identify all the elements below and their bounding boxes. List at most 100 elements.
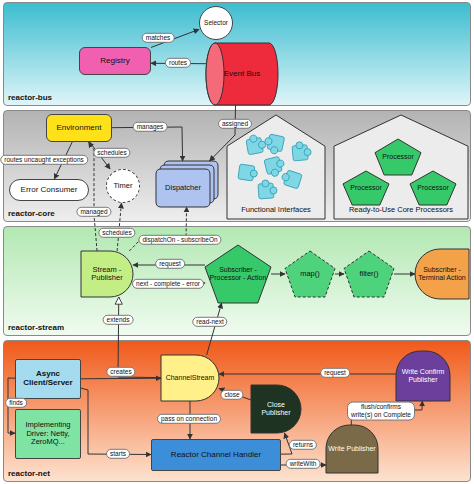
connector — [133, 265, 205, 266]
driver-box: Implementing Driver: Netty, ZeroMQ... — [15, 409, 81, 459]
shape-path — [205, 245, 271, 303]
node-label: Async Client/Server — [16, 369, 80, 389]
puzzle-pieces — [238, 133, 312, 199]
connector — [81, 388, 151, 454]
connector — [207, 303, 222, 355]
connector — [219, 388, 251, 400]
connector-label: read-next — [192, 317, 227, 327]
connector — [8, 378, 15, 433]
connector-label: next - complete - error — [132, 279, 204, 289]
puzzle-piece — [264, 156, 286, 178]
connector-label: manages — [133, 122, 168, 132]
node-label: ChannelStream — [164, 373, 217, 383]
dispatcher-stack: Dispatcher — [156, 161, 218, 207]
shape-path — [396, 351, 450, 401]
node-label: Implementing Driver: Netty, ZeroMQ... — [16, 420, 80, 447]
action-pentagon: Subscriber - Processor - Action — [205, 245, 271, 303]
connector-label: returns — [289, 440, 317, 450]
shape-path — [156, 169, 210, 207]
node-label: Event Bus — [222, 69, 262, 80]
connector-label: schedules — [98, 228, 135, 238]
node-label: Stream - Publisher — [81, 265, 133, 284]
shape-path — [410, 171, 456, 205]
shape-path — [415, 249, 469, 299]
client-server-box: Async Client/Server — [15, 359, 81, 399]
node-label: Subscriber - Terminal Action — [415, 265, 469, 283]
connector — [271, 274, 285, 275]
layer-band: reactor-bus SelectorRegistryEvent Bus — [3, 2, 471, 106]
connector-label: request — [155, 259, 185, 269]
node-label: Subscriber - Processor - Action — [205, 265, 271, 283]
puzzle-piece — [245, 133, 266, 154]
channel-handler-box: Reactor Channel Handler — [151, 439, 281, 471]
connector — [335, 274, 344, 275]
registry-box: Registry — [79, 47, 151, 75]
connector-label: starts — [106, 449, 130, 459]
node-label: Selector — [202, 18, 230, 27]
shape-path — [375, 139, 421, 175]
node-label: filter() — [357, 269, 380, 279]
connector — [210, 105, 236, 161]
connector — [281, 433, 292, 454]
operator-pentagon: filter() — [344, 251, 394, 297]
connector-label: dispatchOn - subscribeOn — [138, 235, 221, 245]
connector — [129, 207, 186, 251]
connector — [81, 378, 161, 380]
interfaces-house: Functional Interfaces — [227, 115, 325, 219]
puzzle-piece — [292, 141, 312, 161]
connector — [117, 203, 121, 251]
shape-path — [227, 115, 325, 219]
node-label: Reactor Channel Handler — [169, 450, 263, 461]
close-publisher-shape: Close Publisher — [251, 385, 301, 433]
connector-label: routes — [165, 58, 191, 68]
terminal-action-shape: Subscriber - Terminal Action — [415, 249, 469, 299]
processors-house: Ready-to-Use Core ProcessorsProcessorPro… — [334, 115, 468, 219]
shape-path — [206, 43, 224, 105]
connector-label: assigned — [218, 119, 252, 129]
layer-name: reactor-bus — [8, 94, 52, 103]
write-confirm-shape: Write Confirm Publisher — [396, 351, 450, 401]
timer-circle: Timer — [106, 169, 140, 203]
puzzle-piece — [238, 164, 258, 181]
node-label: Environment — [55, 123, 104, 134]
node-label: Write Publisher — [326, 444, 377, 454]
connector-label: request — [320, 368, 350, 378]
node-label: Processor — [415, 183, 451, 193]
node-label: Ready-to-Use Core Processors — [347, 205, 455, 215]
connector-label: close — [220, 390, 243, 400]
node-label: Dispatcher — [163, 183, 203, 193]
node-label: Registry — [98, 56, 131, 67]
connector — [151, 29, 199, 47]
connector-label: writeWith — [286, 459, 321, 469]
processor-pentagon: Processor — [375, 139, 421, 175]
node-label: Processor — [348, 183, 384, 193]
connector-label: matches — [142, 33, 175, 43]
connector-label: managed — [76, 207, 111, 217]
environment-box: Environment — [46, 114, 112, 142]
connector — [190, 401, 191, 439]
shape-path — [81, 251, 133, 297]
shape-path — [326, 425, 378, 473]
selector-circle: Selector — [199, 6, 233, 40]
connector-label: routes uncaught exceptions — [0, 155, 88, 165]
connector-label: pass on connection — [157, 414, 221, 424]
connector — [151, 63, 206, 64]
connector — [90, 142, 110, 169]
operator-pentagon: map() — [285, 251, 335, 297]
shape-path — [206, 43, 278, 105]
connector-label: flush/confirms write(s) on Complete — [347, 402, 415, 421]
connector-label: schedules — [93, 148, 130, 158]
node-label: Error Consumer — [19, 185, 80, 196]
shape-path — [334, 115, 468, 219]
connector — [89, 142, 98, 251]
connector — [281, 465, 326, 466]
processor-pentagon: Processor — [410, 171, 456, 205]
shape-path — [285, 251, 335, 297]
event-bus-cylinder: Event Bus — [206, 43, 278, 105]
error-consumer-box: Error Consumer — [9, 179, 89, 201]
shape-path — [344, 251, 394, 297]
connector — [351, 401, 422, 425]
layer-band: reactor-coreEnvironmentError ConsumerTim… — [3, 110, 471, 222]
node-label: Close Publisher — [251, 400, 301, 418]
